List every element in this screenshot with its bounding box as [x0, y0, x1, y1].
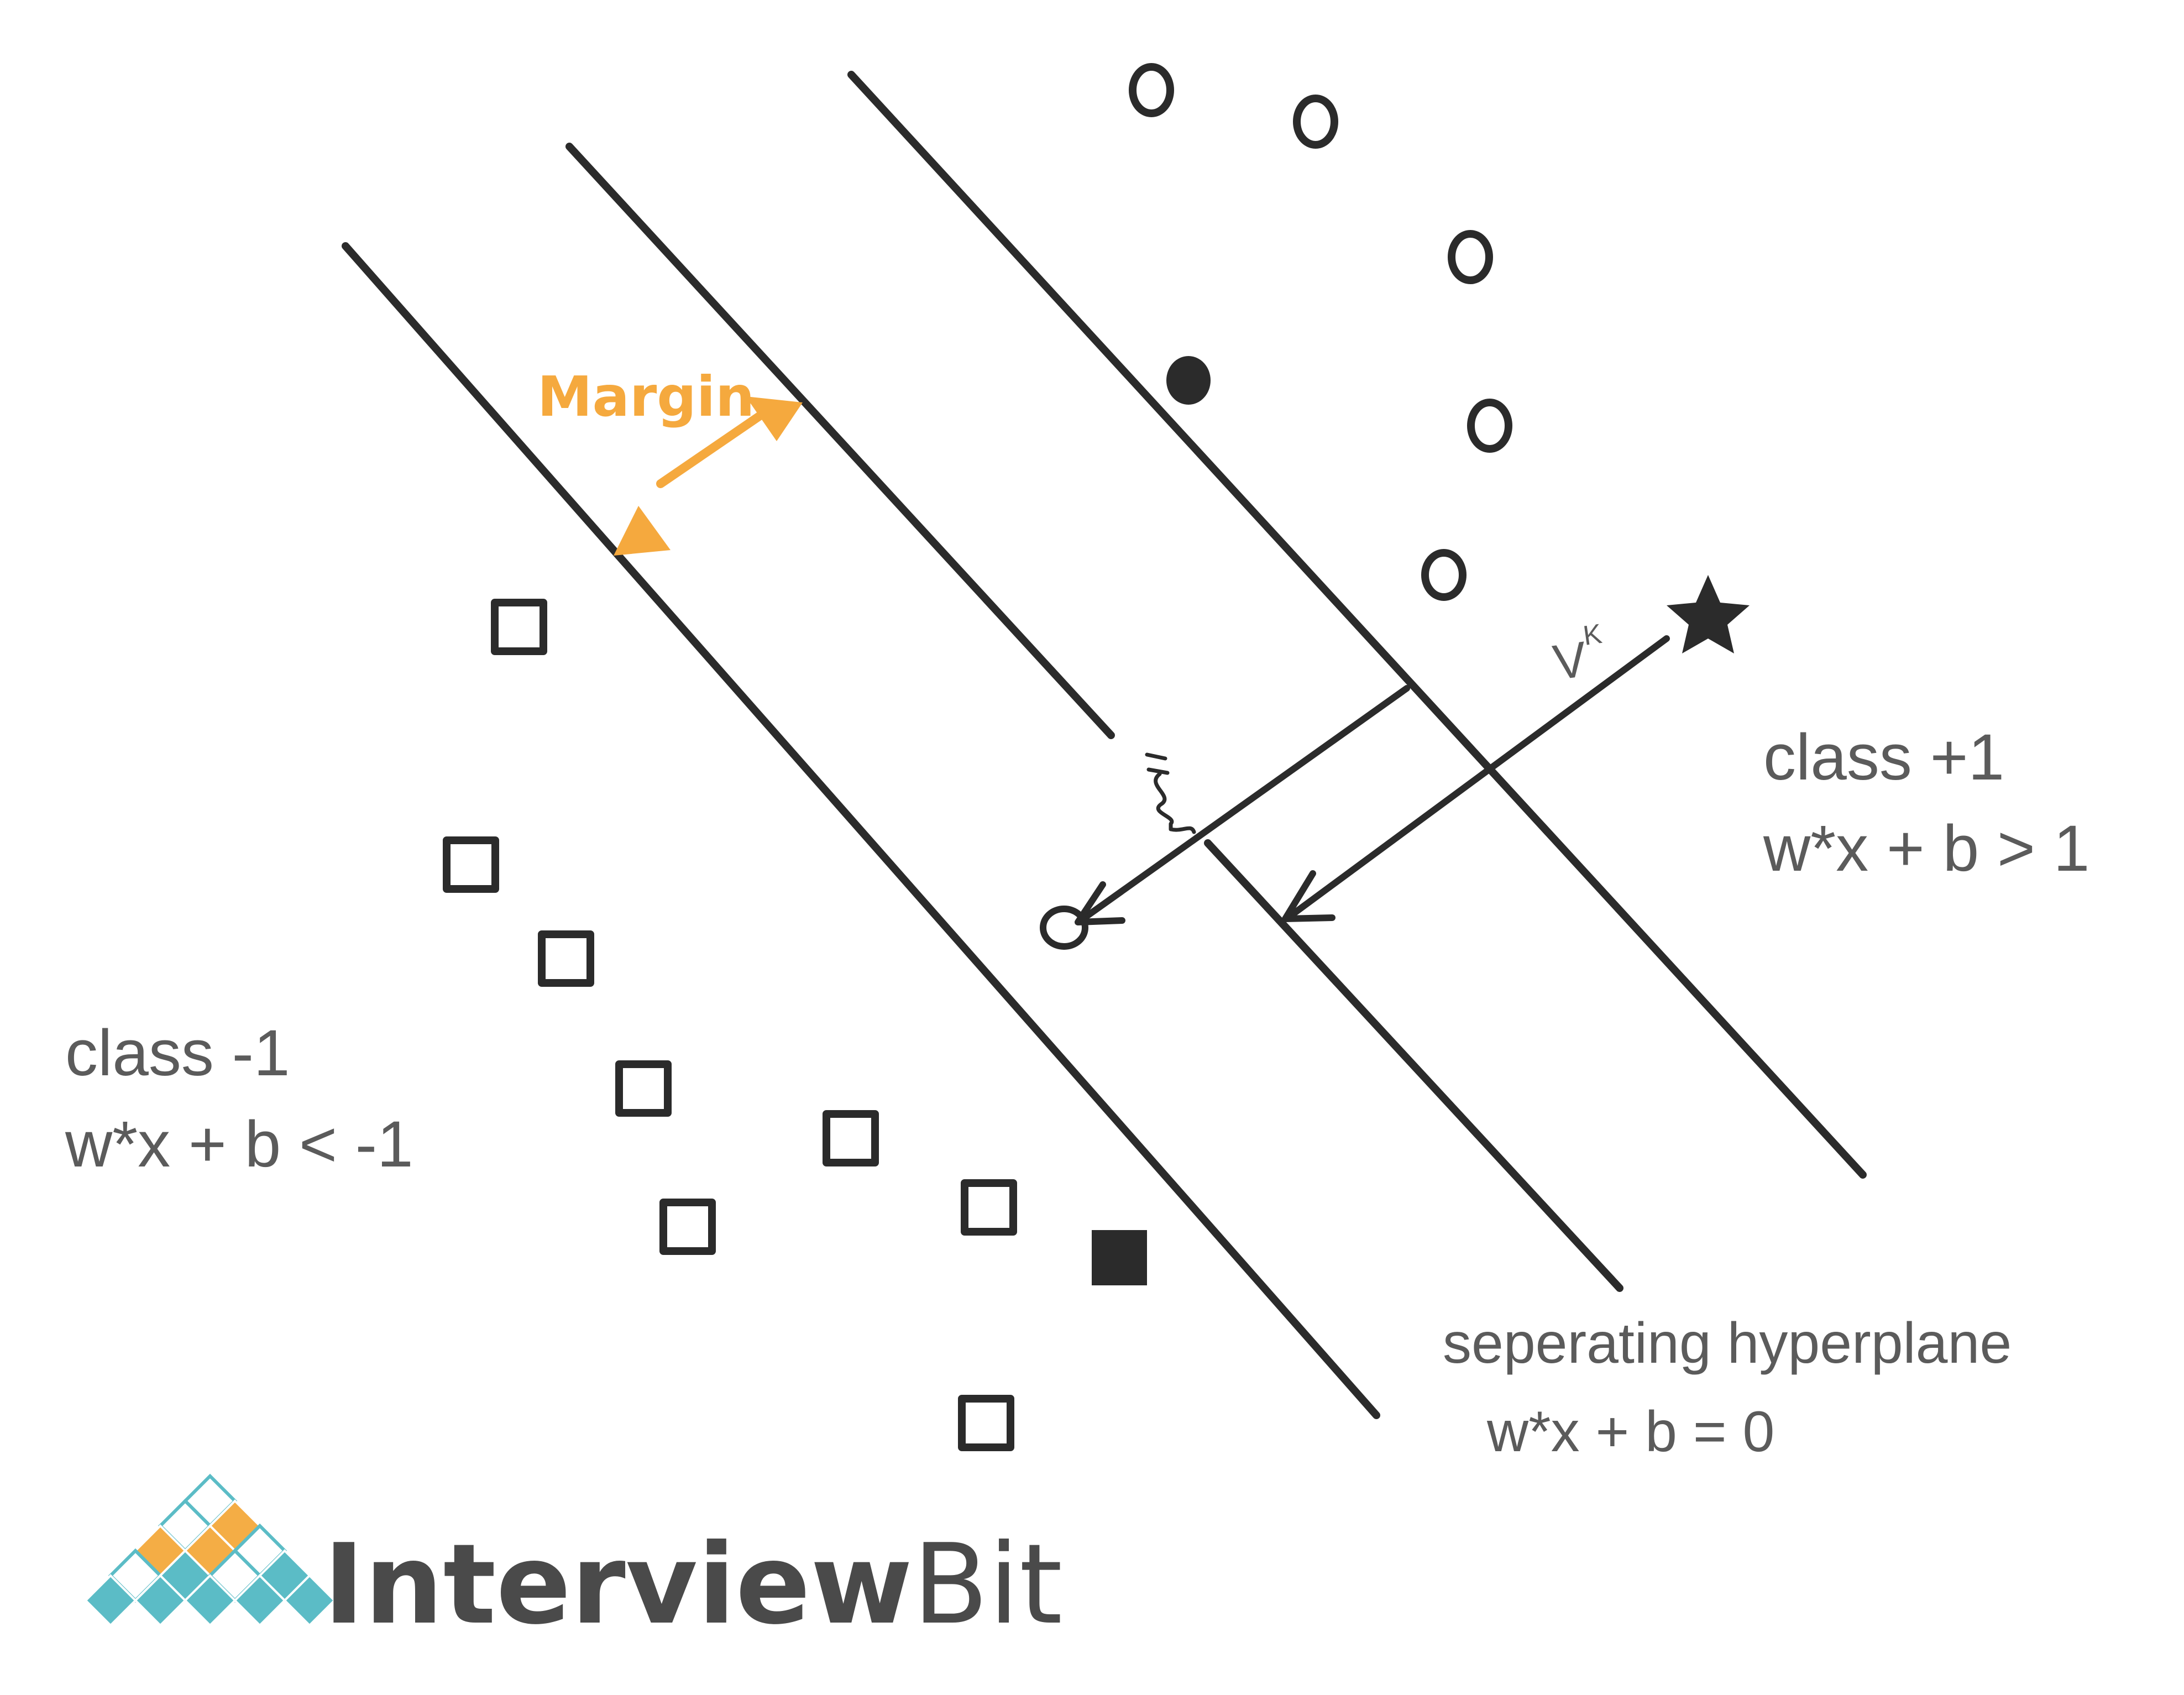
circle-point [1467, 399, 1512, 453]
separating-hyperplane-line-lower [1204, 839, 1623, 1292]
vector-v-arrowhead [1282, 870, 1335, 922]
star-icon [1667, 575, 1750, 653]
class-positive-rule: w*x + b > 1 [1763, 812, 2089, 885]
class-negative-label: class -1 w*x + b < -1 [65, 1017, 413, 1181]
circle-point [1448, 230, 1493, 284]
interviewbit-logo: InterviewBit [84, 1473, 1062, 1649]
projection-line [1077, 685, 1410, 924]
square-point [491, 599, 547, 655]
boundary-lines [342, 71, 1867, 1419]
hyperplane-rule: w*x + b = 0 [1486, 1400, 1774, 1464]
margin-arrow: Margin [537, 364, 803, 556]
class-positive-label: class +1 w*x + b > 1 [1763, 721, 2089, 885]
support-vector-filled-square [1092, 1230, 1147, 1285]
support-vector-filled-circle [1166, 356, 1211, 405]
square-point [615, 1060, 672, 1117]
logo-wordmark: InterviewBit [323, 1520, 1062, 1649]
circle-point [1293, 95, 1338, 149]
class-negative-name: class -1 [65, 1017, 290, 1090]
square-point [538, 930, 594, 987]
class-positive-name: class +1 [1763, 721, 2004, 794]
square-point [958, 1395, 1014, 1451]
xi-symbol-icon [1145, 752, 1196, 834]
square-point [823, 1110, 879, 1166]
circle-point [1129, 63, 1174, 117]
square-point [443, 836, 499, 893]
separating-hyperplane-line [565, 143, 1115, 739]
class-negative-points [443, 599, 1017, 1451]
hyperplane-name: seperating hyperplane [1443, 1311, 2012, 1375]
projection-arrowhead [1075, 881, 1125, 925]
hyperplane-label: seperating hyperplane w*x + b = 0 [1443, 1311, 2012, 1464]
vector-v-line [1285, 635, 1670, 921]
class-positive-points [1129, 63, 1512, 601]
square-point [961, 1179, 1017, 1236]
margin-arrow-shaft [656, 407, 770, 488]
logo-mark-icon [84, 1473, 336, 1627]
margin-arrowhead-lower [614, 506, 671, 556]
vector-v-label: VK [1548, 618, 1609, 691]
circle-point [1421, 549, 1467, 601]
square-point [659, 1199, 716, 1255]
negative-margin-line [342, 242, 1380, 1419]
margin-arrowhead-upper [746, 396, 803, 441]
positive-margin-line [847, 71, 1867, 1179]
query-point [1667, 575, 1750, 653]
class-negative-rule: w*x + b < -1 [65, 1108, 413, 1181]
projection-arrows: VK [1040, 618, 1670, 950]
margin-label: Margin [537, 364, 755, 429]
projected-circle-point [1040, 906, 1088, 950]
